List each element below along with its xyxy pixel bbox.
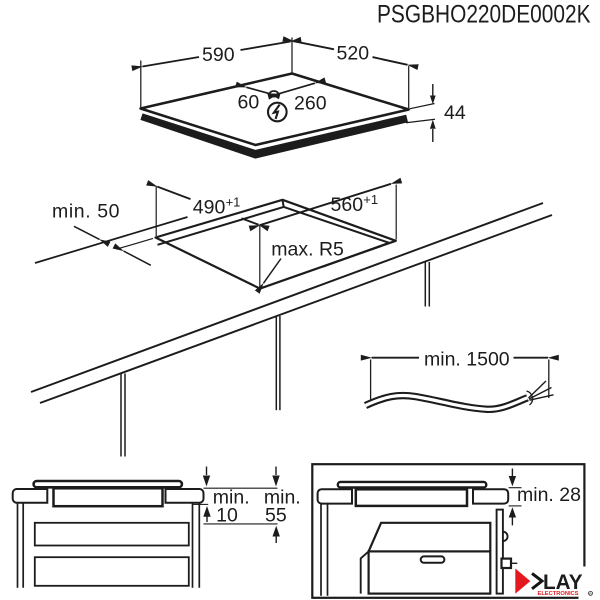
svg-text:260: 260 [294, 93, 327, 115]
svg-text:590: 590 [202, 44, 235, 66]
svg-text:44: 44 [444, 102, 466, 124]
svg-text:520: 520 [337, 43, 370, 65]
svg-text:min.: min. [264, 486, 301, 508]
svg-text:PSGBHO220DE0002K: PSGBHO220DE0002K [377, 0, 591, 28]
svg-text:ELECTRONICS: ELECTRONICS [538, 591, 579, 597]
svg-text:10: 10 [216, 505, 238, 527]
svg-text:55: 55 [265, 505, 287, 527]
svg-text:min. 50: min. 50 [52, 201, 120, 223]
svg-text:LAY: LAY [543, 571, 583, 594]
svg-text:+1: +1 [363, 192, 378, 207]
svg-text:+1: +1 [226, 195, 241, 210]
svg-text:560: 560 [331, 194, 364, 216]
svg-text:min.: min. [213, 486, 250, 508]
svg-text:R: R [589, 592, 592, 596]
svg-text:max. R5: max. R5 [271, 239, 344, 261]
svg-text:min. 1500: min. 1500 [424, 348, 510, 370]
svg-text:490: 490 [193, 197, 226, 219]
svg-text:60: 60 [238, 92, 260, 114]
svg-text:min. 28: min. 28 [517, 484, 581, 506]
